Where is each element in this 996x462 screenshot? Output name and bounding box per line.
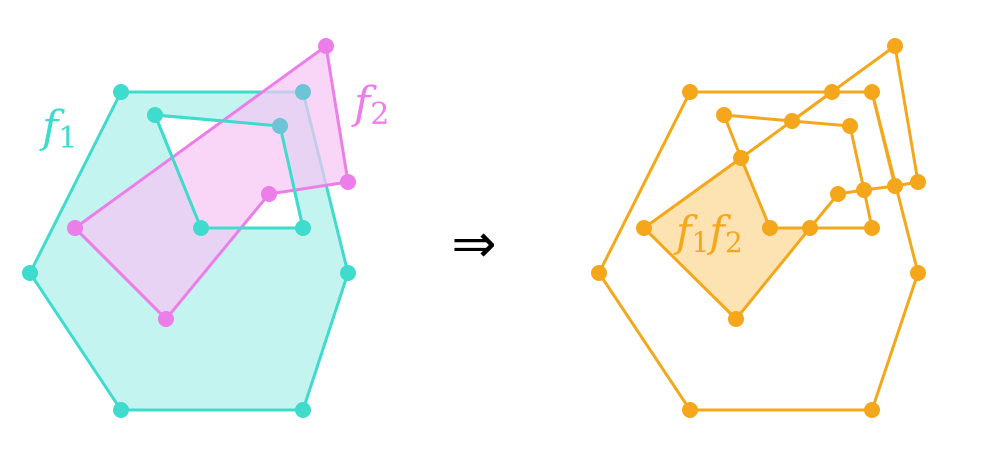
f2-face <box>72 43 350 322</box>
f1-label: f1 <box>39 102 77 156</box>
vertex <box>682 84 698 100</box>
f1-vertex <box>22 265 38 281</box>
vertex <box>864 220 880 236</box>
f2-vertices <box>67 38 356 327</box>
overlap-vertex <box>272 118 288 134</box>
vertex <box>824 84 840 100</box>
vertex <box>887 178 903 194</box>
vertex <box>733 150 749 166</box>
f2-vertex <box>158 311 174 327</box>
vertex <box>887 38 903 54</box>
f1-vertex <box>295 402 311 418</box>
f2-vertex <box>318 38 334 54</box>
implies-arrow: ⇒ <box>451 212 496 275</box>
vertex <box>856 182 872 198</box>
vertex <box>830 186 846 202</box>
vertex <box>910 174 926 190</box>
f1-vertex <box>147 107 163 123</box>
vertex <box>802 220 818 236</box>
vertex <box>864 402 880 418</box>
vertex <box>591 265 607 281</box>
vertex <box>784 113 800 129</box>
f2-vertex <box>340 174 356 190</box>
f1-vertex <box>193 220 209 236</box>
f2-label: f2 <box>351 78 389 132</box>
vertex <box>636 220 652 236</box>
vertex <box>864 84 880 100</box>
vertex <box>716 107 732 123</box>
f2-vertex <box>67 220 83 236</box>
f1-vertices <box>22 84 356 418</box>
left-figure: f1 f2 <box>22 38 389 418</box>
merged-face <box>641 155 814 322</box>
overlap-vertex <box>295 84 311 100</box>
overlap-vertices <box>272 84 311 134</box>
f1-vertex <box>113 402 129 418</box>
vertex <box>728 311 744 327</box>
f1-vertex <box>340 265 356 281</box>
f2-vertex <box>261 186 277 202</box>
f1-vertex <box>295 220 311 236</box>
f1-vertex <box>113 84 129 100</box>
right-figure: f1f2 <box>591 38 926 418</box>
vertex <box>762 220 778 236</box>
vertex <box>910 265 926 281</box>
vertex <box>842 118 858 134</box>
graph-vertices <box>591 38 926 418</box>
vertex <box>682 402 698 418</box>
